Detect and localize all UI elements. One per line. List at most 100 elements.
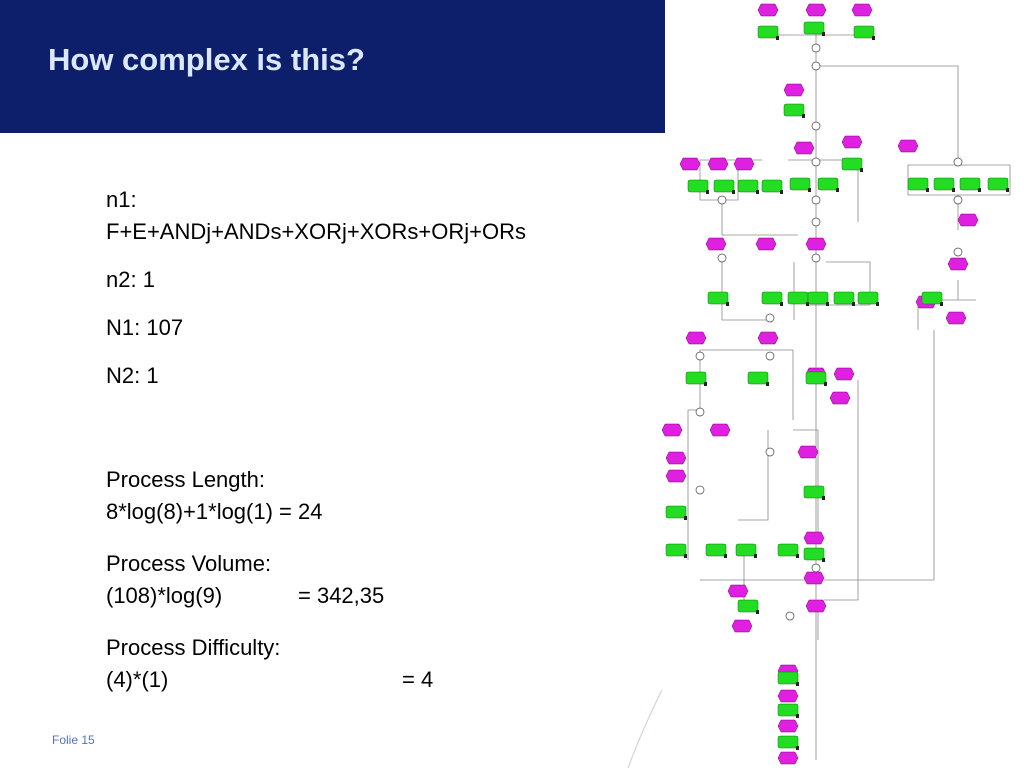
function-shape bbox=[833, 291, 855, 305]
function-shape bbox=[803, 485, 825, 499]
event-shape bbox=[805, 599, 827, 613]
connector-node bbox=[811, 217, 821, 227]
event-shape bbox=[777, 751, 799, 765]
connector-node bbox=[811, 61, 821, 71]
function-shape bbox=[803, 547, 825, 561]
function-shape bbox=[685, 371, 707, 385]
event-shape bbox=[829, 391, 851, 405]
connector-node bbox=[765, 351, 775, 361]
process-volume-label: Process Volume: bbox=[106, 551, 272, 576]
function-shape bbox=[853, 25, 875, 39]
role-marker bbox=[776, 36, 779, 40]
role-marker bbox=[704, 382, 707, 386]
role-marker bbox=[872, 36, 875, 40]
function-shape bbox=[841, 157, 863, 171]
event-shape bbox=[731, 619, 753, 633]
connector-node bbox=[765, 447, 775, 457]
role-marker bbox=[926, 188, 929, 192]
connector-node bbox=[785, 611, 795, 621]
event-shape bbox=[709, 423, 731, 437]
event-shape bbox=[805, 237, 827, 251]
function-shape bbox=[987, 177, 1009, 191]
function-shape bbox=[705, 543, 727, 557]
slide-footer: Folie 15 bbox=[52, 733, 95, 747]
connector-node bbox=[765, 313, 775, 323]
connector-node bbox=[953, 247, 963, 257]
connector-node bbox=[811, 121, 821, 131]
event-shape bbox=[897, 139, 919, 153]
role-marker bbox=[796, 554, 799, 558]
process-length-label: Process Length: bbox=[106, 467, 265, 492]
function-shape bbox=[777, 735, 799, 749]
connector-node bbox=[953, 195, 963, 205]
role-marker bbox=[756, 610, 759, 614]
event-shape bbox=[833, 367, 855, 381]
event-shape bbox=[805, 3, 827, 17]
event-shape bbox=[661, 423, 683, 437]
role-marker bbox=[826, 302, 829, 306]
event-shape bbox=[777, 689, 799, 703]
event-shape bbox=[707, 157, 729, 171]
event-shape bbox=[685, 331, 707, 345]
role-marker bbox=[724, 554, 727, 558]
function-shape bbox=[857, 291, 879, 305]
event-shape bbox=[705, 237, 727, 251]
connector-node bbox=[717, 195, 727, 205]
event-shape bbox=[665, 451, 687, 465]
function-shape bbox=[777, 671, 799, 685]
N1-value: N1: 107 bbox=[106, 315, 184, 340]
n1-label: n1: bbox=[106, 187, 137, 212]
title-banner: How complex is this? bbox=[0, 0, 665, 133]
role-marker bbox=[796, 746, 799, 750]
role-marker bbox=[796, 714, 799, 718]
event-shape bbox=[947, 257, 969, 271]
function-shape bbox=[757, 25, 779, 39]
role-marker bbox=[978, 188, 981, 192]
role-marker bbox=[940, 302, 943, 306]
function-shape bbox=[747, 371, 769, 385]
event-shape bbox=[757, 331, 779, 345]
process-difficulty-expression: (4)*(1) bbox=[106, 667, 169, 692]
role-marker bbox=[802, 114, 805, 118]
function-shape bbox=[807, 291, 829, 305]
role-marker bbox=[766, 382, 769, 386]
role-marker bbox=[796, 682, 799, 686]
role-marker bbox=[706, 190, 709, 194]
event-shape bbox=[851, 3, 873, 17]
function-shape bbox=[777, 543, 799, 557]
connector-node bbox=[811, 43, 821, 53]
event-shape bbox=[679, 157, 701, 171]
function-shape bbox=[817, 177, 839, 191]
role-marker bbox=[876, 302, 879, 306]
process-volume-expression: (108)*log(9) bbox=[106, 583, 223, 608]
function-shape bbox=[665, 505, 687, 519]
process-difficulty-row: (4)*(1) = 4 bbox=[106, 664, 666, 696]
role-marker bbox=[822, 558, 825, 562]
event-shape bbox=[777, 719, 799, 733]
event-shape bbox=[727, 584, 749, 598]
function-shape bbox=[959, 177, 981, 191]
process-difficulty-result: = 4 bbox=[402, 667, 434, 692]
slide-title: How complex is this? bbox=[48, 42, 365, 77]
role-marker bbox=[822, 496, 825, 500]
n1-formula: F+E+ANDj+ANDs+XORj+XORs+ORj+ORs bbox=[106, 219, 526, 244]
role-marker bbox=[836, 188, 839, 192]
function-shape bbox=[761, 179, 783, 193]
function-shape bbox=[783, 103, 805, 117]
role-marker bbox=[754, 554, 757, 558]
function-shape bbox=[737, 599, 759, 613]
process-model-diagram bbox=[661, 3, 1011, 765]
event-shape bbox=[757, 3, 779, 17]
event-shape bbox=[945, 311, 967, 325]
event-shape bbox=[733, 157, 755, 171]
event-shape bbox=[793, 141, 815, 155]
function-shape bbox=[713, 179, 735, 193]
role-marker bbox=[780, 302, 783, 306]
process-volume-result: = 342,35 bbox=[298, 583, 385, 608]
role-marker bbox=[822, 32, 825, 36]
process-difficulty-label: Process Difficulty: bbox=[106, 635, 281, 660]
function-shape bbox=[665, 543, 687, 557]
event-shape bbox=[665, 469, 687, 483]
role-marker bbox=[726, 302, 729, 306]
role-marker bbox=[808, 188, 811, 192]
